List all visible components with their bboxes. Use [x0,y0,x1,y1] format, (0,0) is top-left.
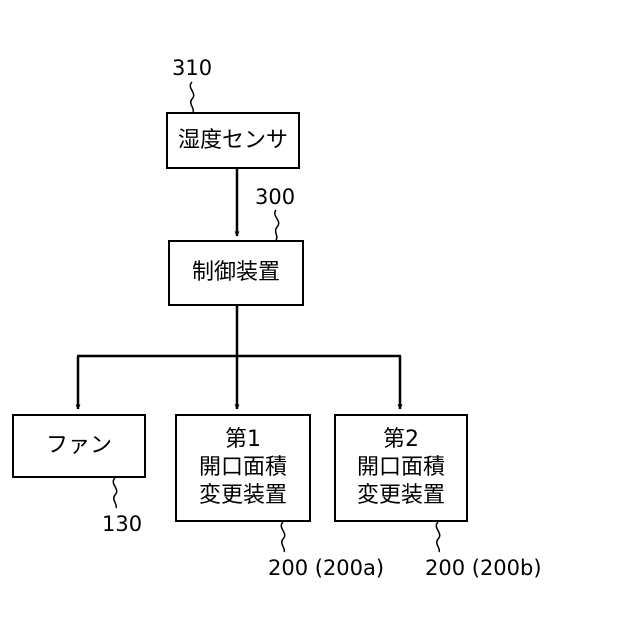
leader-310 [190,82,193,112]
leader-200b [436,522,439,552]
controller-label: 制御装置 [192,259,280,287]
fan-ref: 130 [102,512,142,536]
first-device-box: 第1 開口面積 変更装置 [175,414,311,522]
first-device-label-line3: 変更装置 [199,482,287,510]
second-device-box: 第2 開口面積 変更装置 [334,414,468,522]
second-device-label-line2: 開口面積 [357,454,445,482]
humidity-sensor-label: 湿度センサ [178,127,288,155]
first-device-ref: 200 (200a) [268,556,384,580]
second-device-label-line1: 第2 [383,426,419,454]
first-device-label-line1: 第1 [225,426,261,454]
second-device-label-line3: 変更装置 [357,482,445,510]
leader-300 [275,210,279,240]
fan-label: ファン [46,432,112,460]
first-device-label-line2: 開口面積 [199,454,287,482]
leader-130 [113,478,116,508]
humidity-sensor-box: 湿度センサ [166,112,300,169]
controller-box: 制御装置 [168,240,304,306]
second-device-ref: 200 (200b) [425,556,542,580]
humidity-sensor-ref: 310 [172,56,212,80]
leader-200a [281,522,284,552]
controller-ref: 300 [255,185,295,209]
fan-box: ファン [12,414,146,478]
